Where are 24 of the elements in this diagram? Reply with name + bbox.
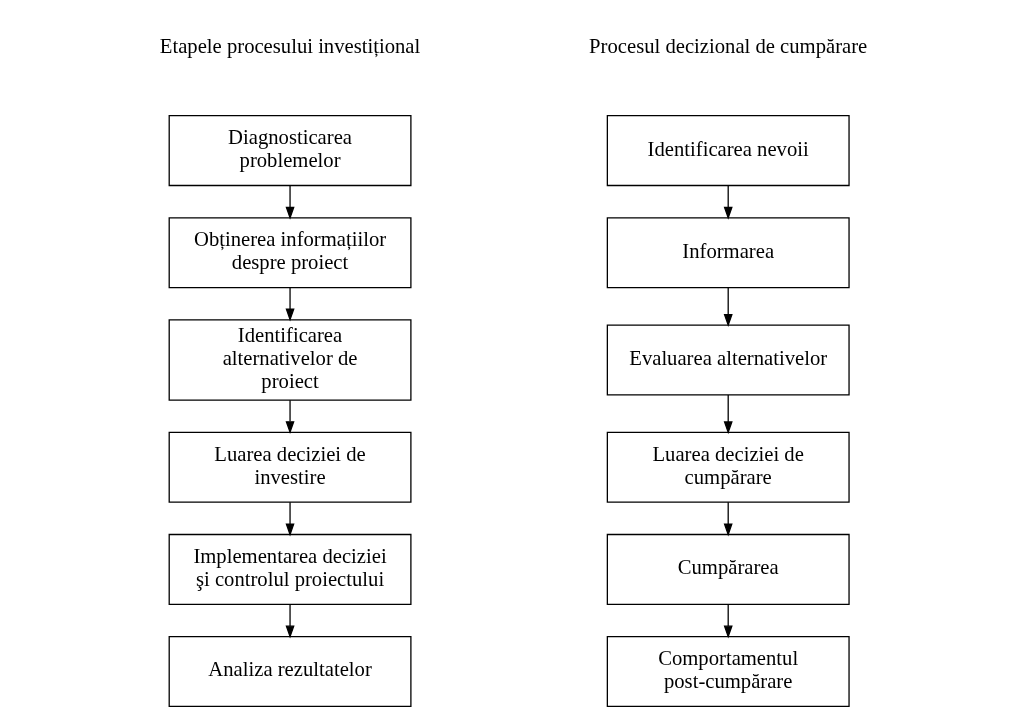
arrow — [723, 501, 733, 537]
arrow — [285, 184, 295, 220]
arrow — [285, 399, 295, 435]
node-box: Identificarea nevoii — [606, 115, 850, 187]
arrow — [723, 287, 733, 327]
node-box: Analiza rezultatelor — [168, 635, 412, 708]
node-box: Comportamentul post-cumpărare — [606, 635, 850, 708]
arrow — [723, 184, 733, 220]
node-box: Implementarea deciziei şi controlul proiectului — [168, 533, 412, 605]
node-box: Informarea — [606, 217, 850, 289]
node-box: Evaluarea alternativelor — [606, 324, 850, 396]
node-box: Cumpărarea — [606, 533, 850, 605]
label: Procesul decizional de cumpărare — [589, 35, 868, 58]
node-box: Obținerea informațiilor despre proiect — [168, 217, 412, 289]
label: Etapele procesului investițional — [159, 35, 421, 58]
arrow — [285, 603, 295, 639]
arrow — [285, 501, 295, 537]
arrow — [723, 394, 733, 435]
arrow — [285, 287, 295, 322]
node-box: Luarea deciziei de cumpărare — [606, 431, 850, 503]
node-box: Identificarea alternativelor de proiect — [168, 319, 412, 401]
arrow — [723, 603, 733, 639]
node-box: Luarea deciziei de investire — [168, 431, 412, 503]
node-box: Diagnosticarea problemelor — [168, 115, 412, 187]
